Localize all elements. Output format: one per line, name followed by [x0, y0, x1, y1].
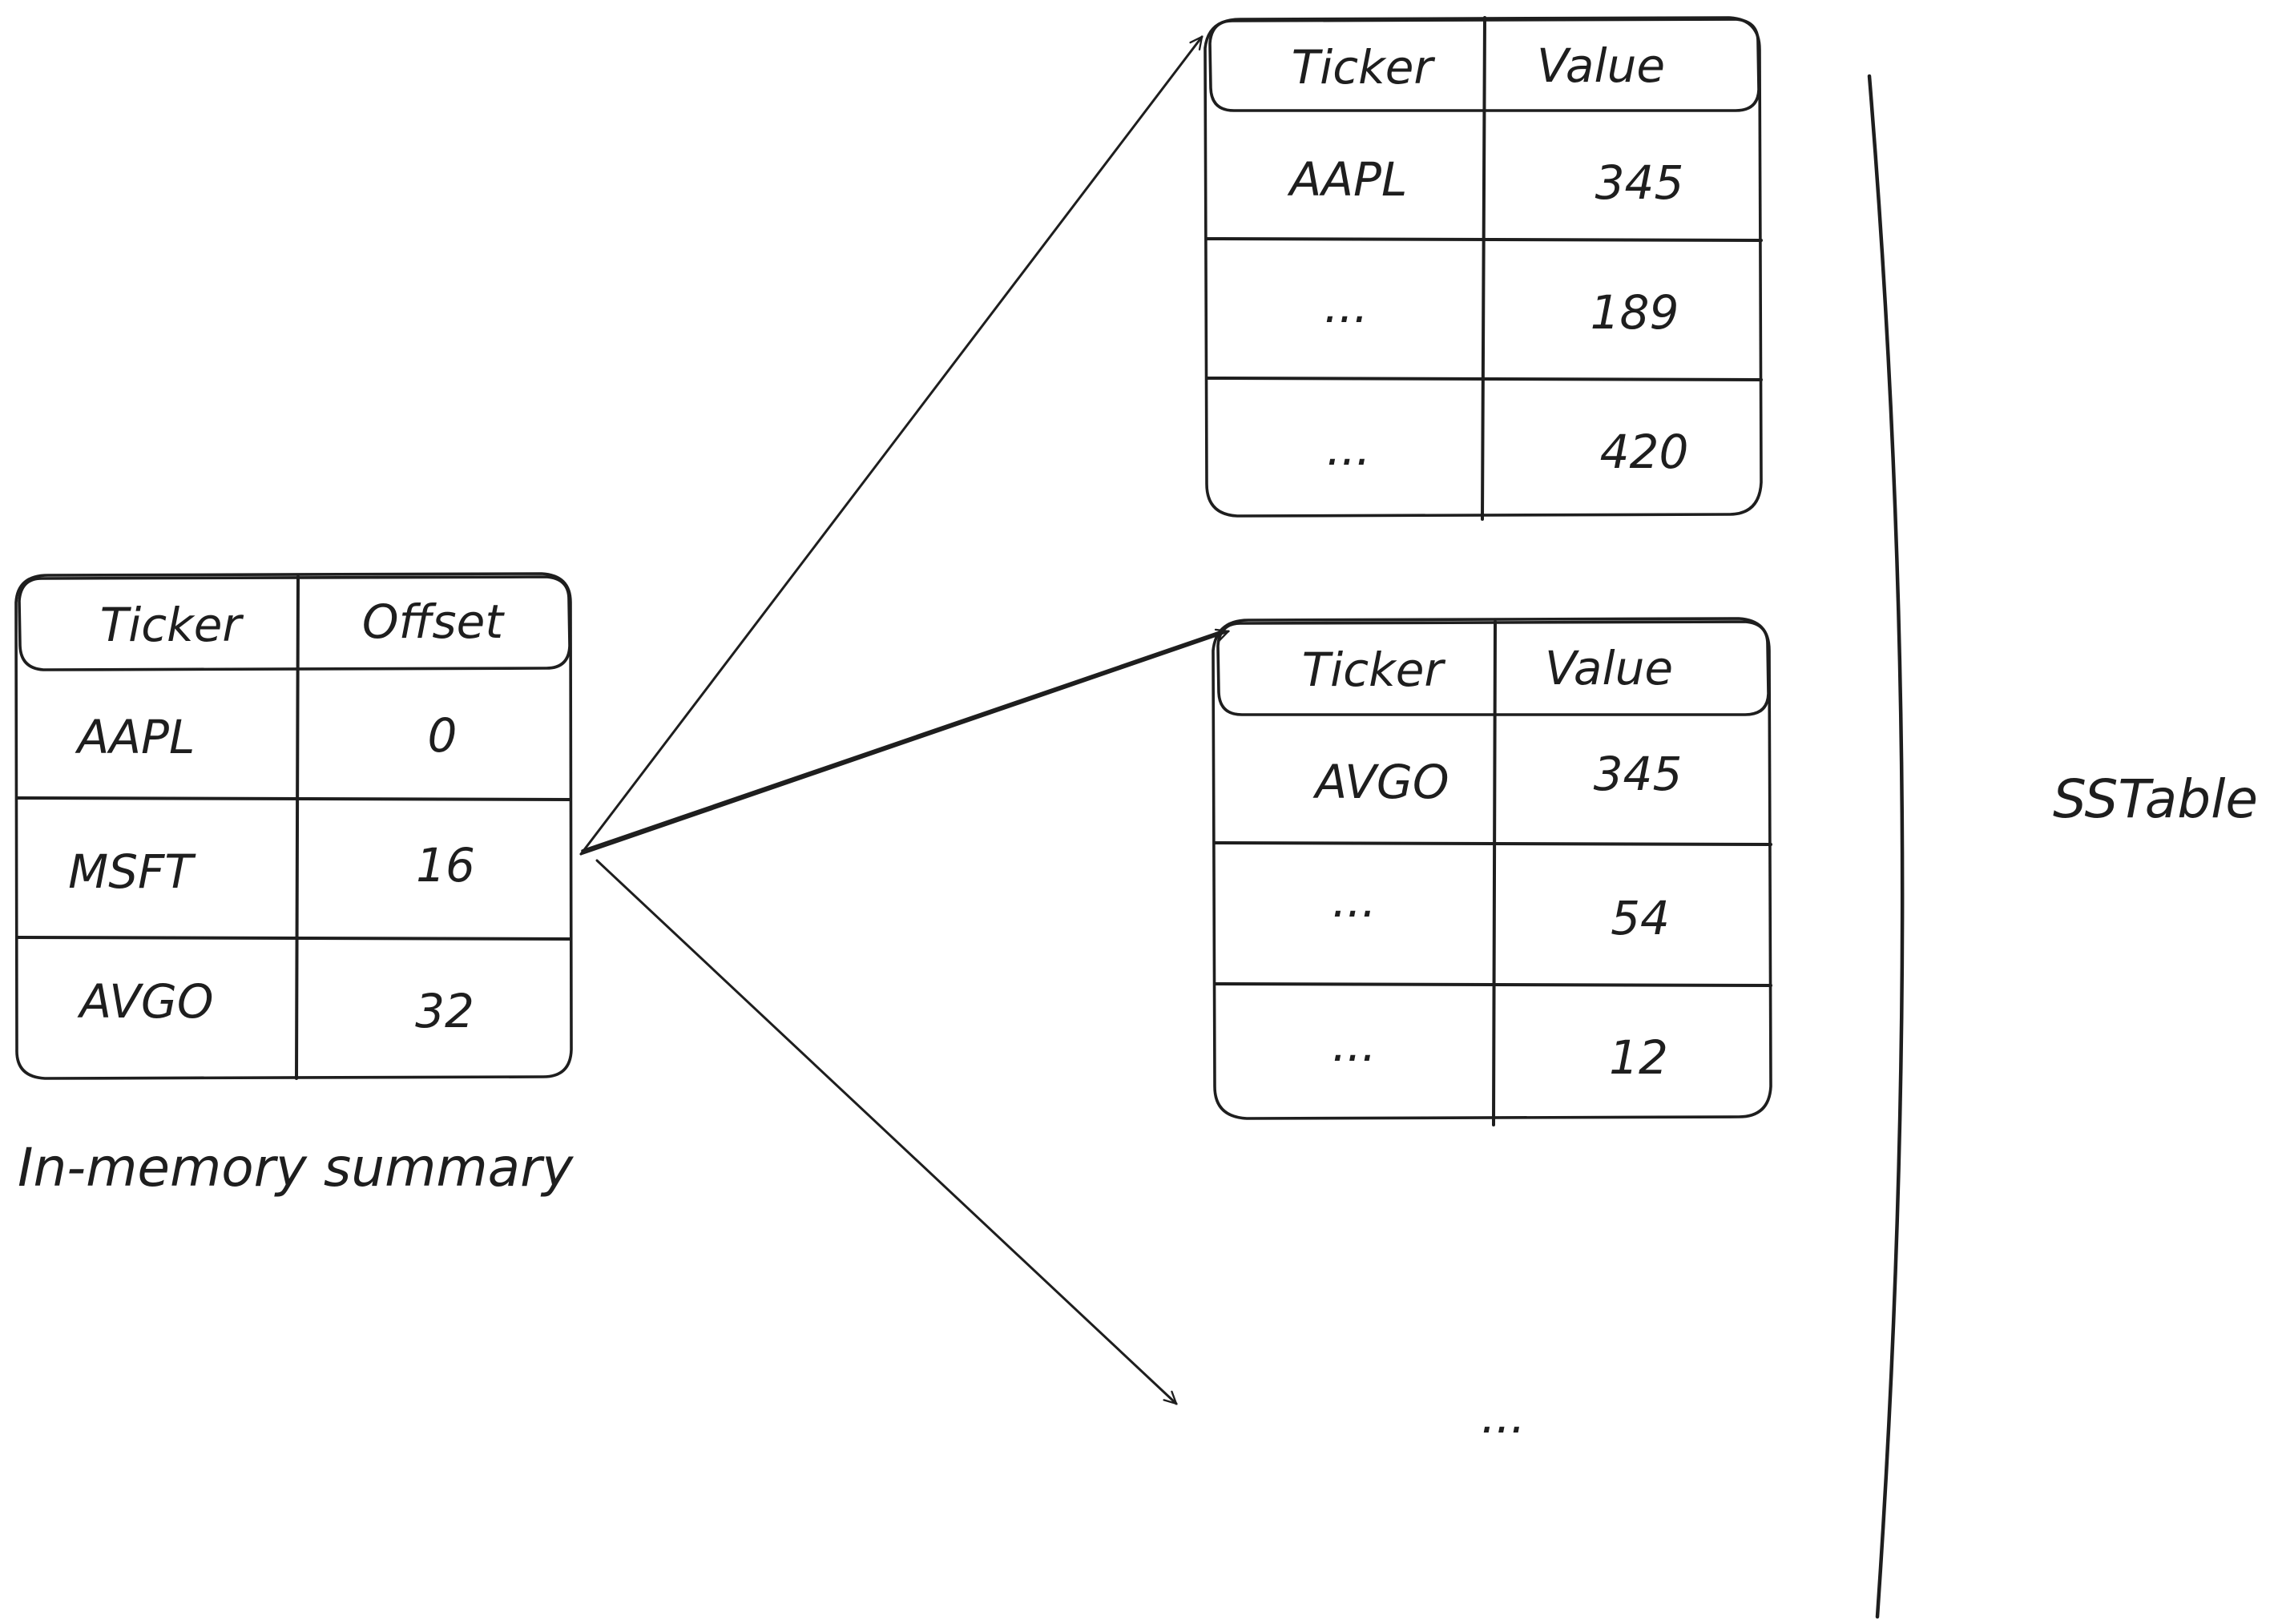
summary-cell-offset: 32	[415, 984, 474, 1038]
pointer-arrows	[579, 37, 1228, 1404]
summary-header-box	[18, 575, 571, 671]
block-2-cell-value: 12	[1609, 1030, 1668, 1085]
block-1-cell-value: 345	[1595, 155, 1684, 210]
summary-table: Ticker Offset AAPL 0 MSFT 16 AVGO 32	[14, 572, 573, 1080]
block-1-row-divider	[1205, 237, 1763, 242]
block-1-column-divider	[1481, 16, 1486, 521]
sstable-label: SSTable	[2053, 768, 2258, 830]
block-1-cell-value: 420	[1600, 425, 1689, 479]
arrow-to-more-blocks	[595, 859, 1176, 1404]
block-2-column-divider	[1492, 620, 1497, 1126]
block-1-cell-ticker: AAPL	[1287, 152, 1408, 207]
summary-row-divider	[16, 796, 572, 801]
block-2-cell-ticker: ...	[1332, 873, 1376, 928]
block-2-cell-value: 54	[1611, 891, 1670, 945]
summary-cell-ticker: MSFT	[68, 844, 196, 899]
summary-cell-ticker: AVGO	[76, 974, 213, 1029]
arrow-to-block-2-overstroke	[581, 631, 1220, 852]
summary-row-divider	[16, 936, 572, 941]
block-2-header-box	[1216, 620, 1770, 716]
summary-header-offset: Offset	[362, 594, 505, 649]
arrow-to-block-2	[579, 631, 1228, 856]
block-2-border	[1212, 617, 1772, 1120]
block-1-row-divider	[1205, 377, 1763, 381]
block-2-header-value: Value	[1545, 641, 1673, 695]
block-1-header-box	[1208, 18, 1760, 112]
arrow-to-block-1	[579, 37, 1202, 856]
summary-caption: In-memory summary	[18, 1137, 574, 1199]
block-2-cell-ticker: ...	[1332, 1018, 1376, 1072]
block-table-1: Ticker Value AAPL 345 ... 189 ... 420	[1204, 16, 1763, 521]
block-2-cell-value: 345	[1594, 747, 1683, 801]
summary-cell-offset: 16	[416, 838, 475, 893]
summary-cell-ticker: AAPL	[75, 710, 196, 764]
summary-cell-offset: 0	[428, 708, 458, 763]
summary-header-ticker: Ticker	[100, 598, 244, 652]
block-2-row-divider	[1213, 841, 1772, 846]
block-1-header-ticker: Ticker	[1292, 40, 1436, 95]
more-blocks-ellipsis: ...	[1481, 1389, 1525, 1444]
block-2-header-ticker: Ticker	[1302, 643, 1446, 697]
summary-column-divider	[295, 575, 300, 1080]
block-1-cell-ticker: ...	[1324, 279, 1368, 333]
block-1-header-value: Value	[1537, 38, 1665, 93]
block-1-cell-value: 189	[1591, 285, 1679, 340]
block-2-cell-ticker: AVGO	[1312, 755, 1449, 809]
block-1-cell-ticker: ...	[1326, 421, 1370, 476]
sstable-boundary-line	[1867, 74, 1905, 1619]
block-2-row-divider	[1213, 982, 1772, 987]
block-table-2: Ticker Value AVGO 345 ... 54 ... 12	[1212, 617, 1772, 1126]
